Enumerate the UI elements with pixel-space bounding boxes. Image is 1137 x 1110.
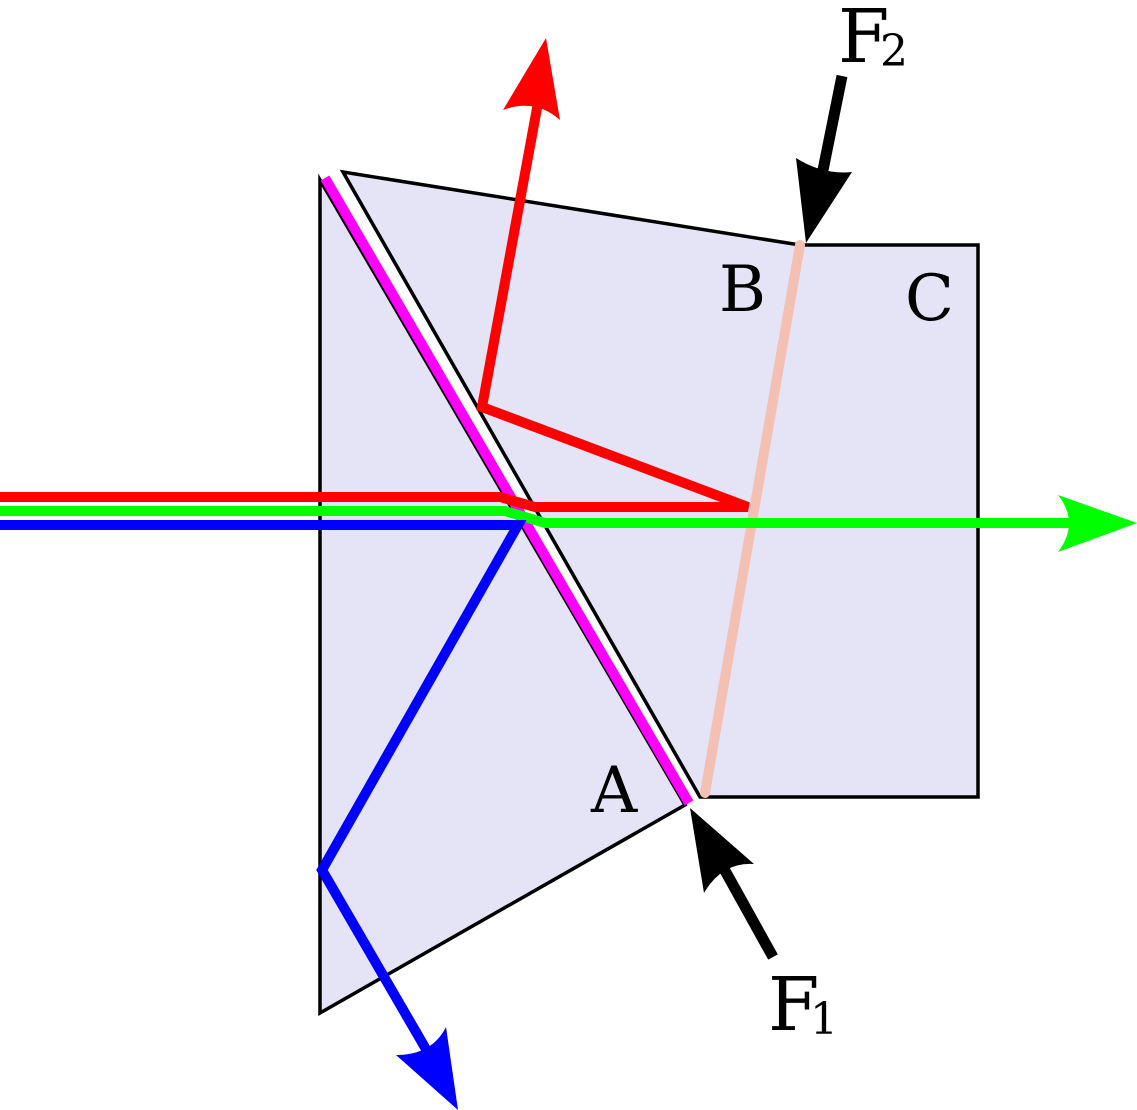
label-force-2: F <box>838 0 889 80</box>
dichroic-coating <box>320 175 694 806</box>
label-prism-c: C <box>905 262 954 336</box>
label-force-1-subscript: 1 <box>810 994 838 1045</box>
force-2-arrowhead <box>796 158 852 243</box>
label-prism-a: A <box>590 754 638 828</box>
label-prism-b: B <box>719 253 766 327</box>
blue-beam <box>0 520 527 1066</box>
green-arrowhead <box>1058 495 1137 552</box>
label-force-2-subscript: 2 <box>880 26 908 77</box>
green-beam <box>0 506 1090 528</box>
red-beam <box>0 91 750 512</box>
label-force-1: F <box>768 962 819 1048</box>
red-arrowhead <box>503 38 560 120</box>
force-2-shaft <box>814 74 848 187</box>
force-1-shaft <box>718 864 778 960</box>
force-1-arrowhead <box>690 808 754 893</box>
blue-arrowhead <box>396 1027 458 1110</box>
